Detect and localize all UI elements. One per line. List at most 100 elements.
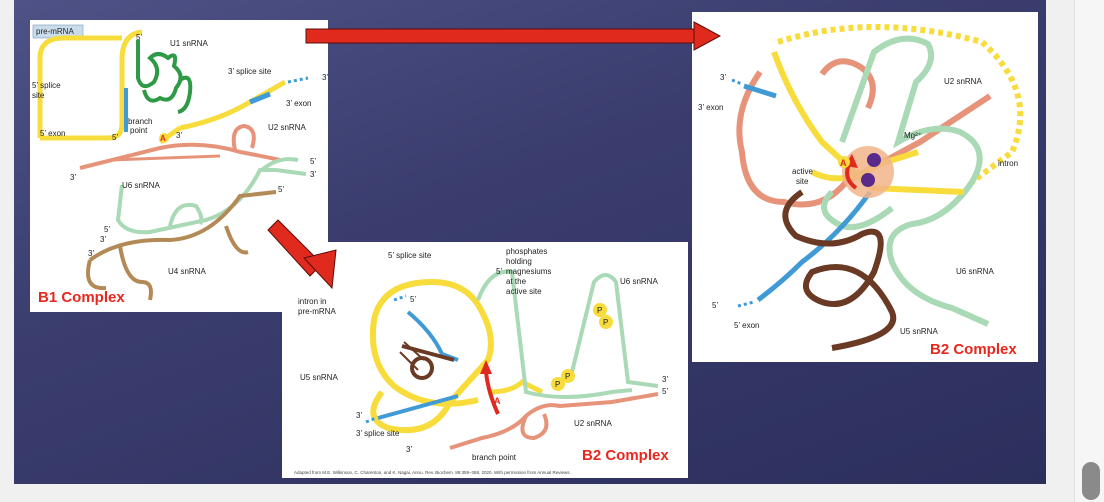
u6-snrna-right bbox=[839, 35, 990, 327]
mg-label: Mg²⁺ bbox=[904, 131, 922, 140]
pre-mrna-tag: pre-mRNA bbox=[36, 27, 74, 36]
exon5-label-right: 5’ exon bbox=[734, 321, 760, 330]
prime-label: 5’ bbox=[112, 133, 118, 142]
prime-label: 3’ bbox=[322, 73, 328, 82]
scrollbar-thumb[interactable] bbox=[1082, 462, 1100, 500]
intron-label: pre-mRNA bbox=[298, 307, 336, 316]
prime-label: 3’ bbox=[406, 445, 412, 454]
exon-3prime-b2 bbox=[377, 394, 459, 420]
branch-label-b1a: branch bbox=[128, 117, 152, 126]
phosphates-label: active site bbox=[506, 287, 542, 296]
phosphates-label: at the bbox=[506, 277, 527, 286]
prime-label: 5’ bbox=[104, 225, 110, 234]
branch-point-a-b1: A bbox=[160, 134, 166, 143]
premrna-3prime-strand bbox=[179, 79, 287, 131]
exon-5prime-b2 bbox=[406, 310, 459, 362]
b2-right-diagram: A U2 snRNA 3’ exon 3’ Mg²⁺ intron active… bbox=[698, 24, 1024, 358]
u5-label-right: U5 snRNA bbox=[900, 327, 938, 336]
b1-diagram: pre-mRNA A bbox=[32, 24, 328, 306]
arrow-b1-to-b2-right-shaft bbox=[305, 28, 695, 44]
prime-label: 3’ bbox=[356, 411, 362, 420]
prime-label: 3’ bbox=[100, 235, 106, 244]
arrows-layer bbox=[267, 21, 722, 290]
splice-arrow bbox=[484, 371, 500, 415]
u5-snrna-right bbox=[782, 189, 897, 351]
u4-snrna-b1 bbox=[88, 190, 277, 262]
u6-snrna-b1 bbox=[115, 168, 276, 235]
phosphate-p1: P bbox=[597, 306, 602, 315]
credit-line: Adapted from M.E. Wilkinson, C. Charento… bbox=[294, 470, 571, 475]
prime-label: 5’ bbox=[662, 387, 668, 396]
intron-label-right: intron bbox=[998, 159, 1018, 168]
splice5-label-b1b: site bbox=[32, 91, 45, 100]
branch-a-right: A bbox=[840, 158, 847, 168]
prime-label: 3’ bbox=[176, 131, 182, 140]
phosphate-1 bbox=[593, 303, 607, 317]
prime-label: 5’ bbox=[278, 185, 284, 194]
u5-label-b2: U5 snRNA bbox=[300, 373, 338, 382]
splice3-label-b1: 3’ splice site bbox=[228, 67, 272, 76]
active-site-label: active bbox=[792, 167, 813, 176]
phosphate-p2: P bbox=[603, 318, 608, 327]
prime-label: 3’ bbox=[70, 173, 76, 182]
prime-label: 3’ bbox=[88, 249, 94, 258]
splice5-label-b1a: 5’ splice bbox=[32, 81, 61, 90]
u2-label-right: U2 snRNA bbox=[944, 77, 982, 86]
b2-complex-right-title: B2 Complex bbox=[930, 341, 1017, 358]
u1-snrna-b1 bbox=[136, 40, 183, 103]
intron-loop bbox=[369, 278, 494, 434]
premrna-strand bbox=[40, 29, 143, 141]
phosphate-2 bbox=[599, 315, 613, 329]
premrna-strand-right bbox=[771, 50, 965, 195]
active-site-label: site bbox=[796, 177, 809, 186]
slide: pre-mRNA A bbox=[14, 0, 1046, 484]
u2-snrna-b2 bbox=[449, 392, 659, 450]
u6-snrna-b2 bbox=[476, 269, 633, 399]
prime-label: 5’ bbox=[496, 267, 502, 276]
exon-3prime-right bbox=[743, 83, 777, 99]
phosphates-label: phosphates bbox=[506, 247, 547, 256]
phosphate-p3: P bbox=[555, 380, 560, 389]
phosphate-3 bbox=[551, 377, 565, 391]
branch-dot-right bbox=[838, 156, 850, 168]
u6-label-b1: U6 snRNA bbox=[122, 181, 160, 190]
phosphate-p4: P bbox=[565, 372, 570, 381]
exon3-label-right: 3’ exon bbox=[698, 103, 724, 112]
b2-complex-mid-title: B2 Complex bbox=[582, 447, 669, 464]
u6-label-b2: U6 snRNA bbox=[620, 277, 658, 286]
phosphates-label: holding bbox=[506, 257, 532, 266]
exon3-label-b1: 3’ exon bbox=[286, 99, 312, 108]
b2-complex-right-panel: A U2 snRNA 3’ exon 3’ Mg²⁺ intron active… bbox=[692, 12, 1038, 362]
prime-label: 3’ bbox=[720, 73, 726, 82]
branch-point-dot-b1 bbox=[159, 133, 169, 143]
prime-label: 5’ bbox=[410, 295, 416, 304]
arrow-b1-to-b2-mid-head bbox=[303, 249, 337, 290]
u2-label-b2: U2 snRNA bbox=[574, 419, 612, 428]
u2-snrna-b1 bbox=[79, 142, 281, 170]
branch-a-b2: A bbox=[494, 396, 501, 406]
phosphates-label: magnesiums bbox=[506, 267, 551, 276]
u4-label-b1: U4 snRNA bbox=[168, 267, 206, 276]
scrollbar-track[interactable] bbox=[1074, 0, 1104, 502]
prime-label: 5’ bbox=[136, 33, 142, 42]
u2-label-b1: U2 snRNA bbox=[268, 123, 306, 132]
u6-label-right: U6 snRNA bbox=[956, 267, 994, 276]
u1-label: U1 snRNA bbox=[170, 39, 208, 48]
bottom-bar bbox=[0, 484, 1074, 502]
prime-label: 3’ bbox=[662, 375, 668, 384]
branch-point-label-b2: branch point bbox=[472, 453, 517, 462]
exon-3prime-b1 bbox=[249, 91, 271, 105]
intron-dotted bbox=[777, 24, 1024, 185]
prime-label: 5’ bbox=[712, 301, 718, 310]
b2-complex-mid-panel: A P P P P 5’ splice site phosphates hold… bbox=[282, 242, 688, 478]
mg-ion-1 bbox=[867, 153, 881, 167]
phosphate-4 bbox=[561, 369, 575, 383]
exon5-label-b1: 5’ exon bbox=[40, 129, 66, 138]
b1-complex-title: B1 Complex bbox=[38, 289, 125, 306]
exon-5prime-right bbox=[756, 190, 873, 302]
b1-complex-panel: pre-mRNA A bbox=[30, 20, 328, 312]
splice3-label-b2: 3’ splice site bbox=[356, 429, 400, 438]
branch-label-b1b: point bbox=[130, 126, 148, 135]
mg-ion-2 bbox=[861, 173, 875, 187]
splice5-label-b2: 5’ splice site bbox=[388, 251, 432, 260]
